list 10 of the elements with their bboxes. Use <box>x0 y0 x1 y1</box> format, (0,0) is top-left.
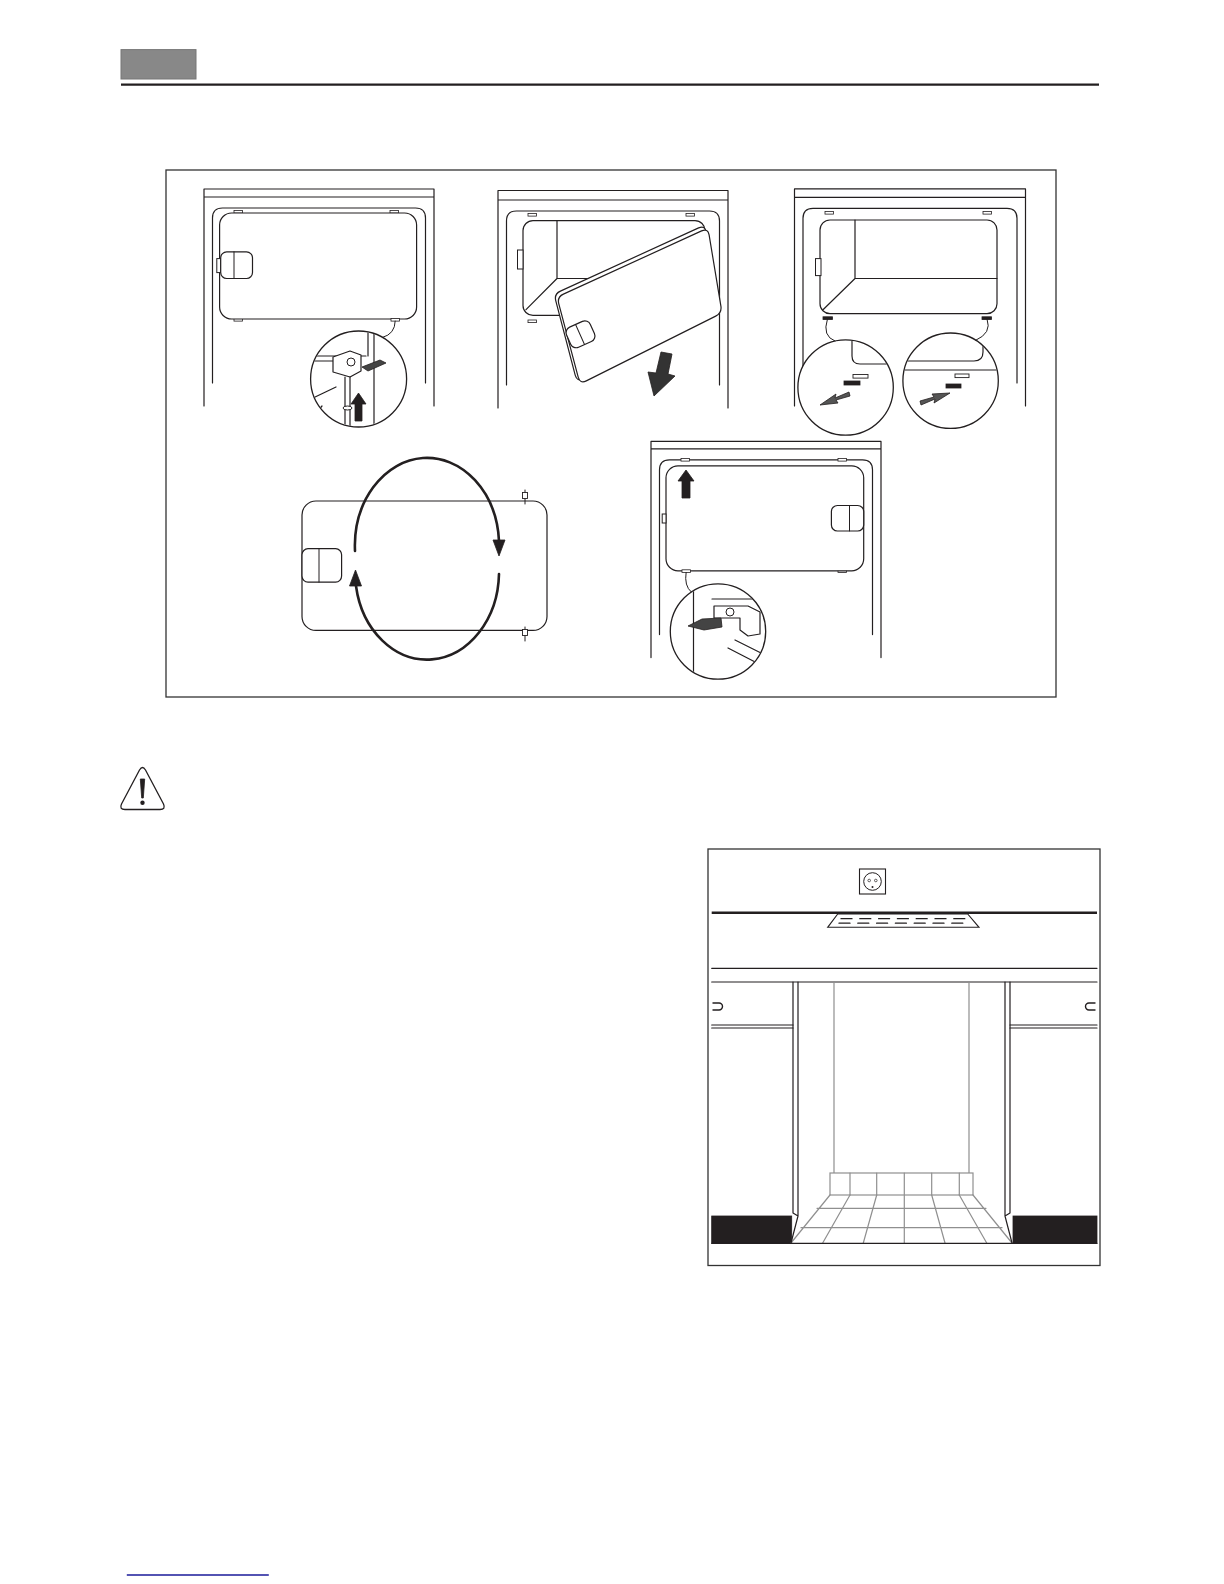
detail-view-circle <box>309 330 408 428</box>
leader-line <box>685 571 692 593</box>
leader-line <box>975 319 989 341</box>
leader-line <box>825 319 836 342</box>
hinge-mark <box>390 318 400 322</box>
hinge-mark <box>681 569 691 573</box>
detail-view-circle <box>902 332 999 430</box>
detail-view-circle <box>797 339 894 436</box>
leader-line <box>382 320 396 338</box>
detail-view-circle <box>669 583 767 680</box>
